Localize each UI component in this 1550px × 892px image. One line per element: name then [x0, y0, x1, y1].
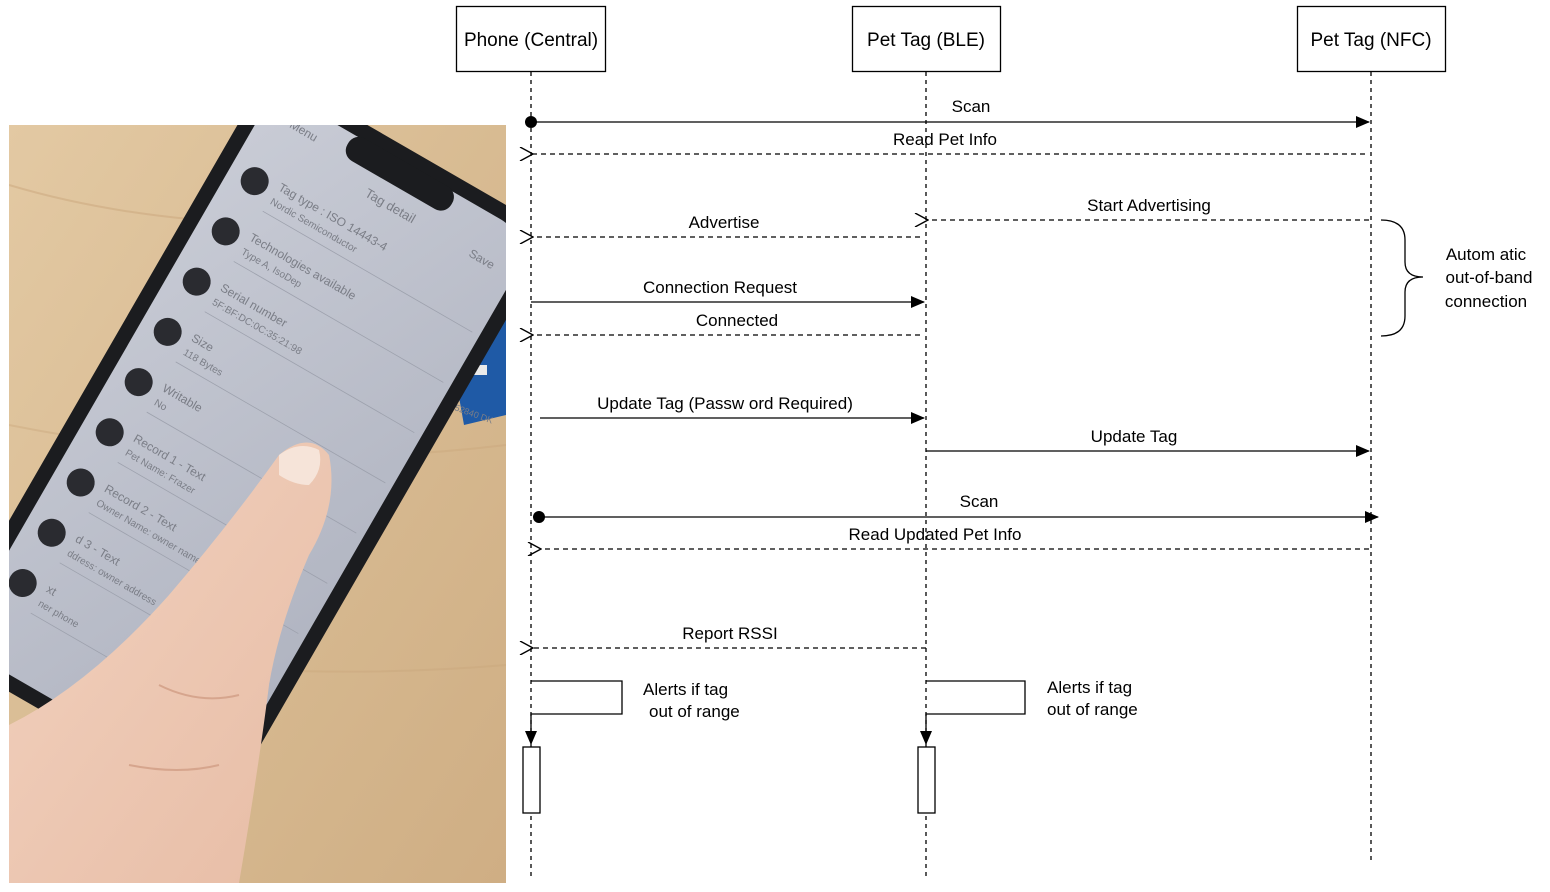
screen-row-icon [211, 217, 240, 246]
msg-scan-1-label: Scan [952, 97, 991, 116]
msg-advertise-label: Advertise [689, 213, 760, 232]
msg-read-updated-pet-info: Read Updated Pet Info [541, 525, 1369, 549]
msg-connection-request: Connection Request [531, 278, 925, 308]
hand [9, 442, 332, 883]
phone-alert-line-2: out of range [649, 702, 740, 721]
msg-report-rssi-label: Report RSSI [682, 624, 777, 643]
screen-row-icon [95, 418, 124, 447]
msg-connection-request-label: Connection Request [643, 278, 797, 297]
msg-update-tag-password: Update Tag (Passw ord Required) [540, 394, 925, 424]
msg-report-rssi: Report RSSI [533, 624, 926, 648]
msg-update-tag-password-label: Update Tag (Passw ord Required) [597, 394, 853, 413]
msg-update-tag-label: Update Tag [1091, 427, 1178, 446]
msg-read-pet-info-label: Read Pet Info [893, 130, 997, 149]
msg-start-advertising-label: Start Advertising [1087, 196, 1211, 215]
msg-scan-1: Scan [525, 97, 1370, 128]
screen-row-divider [233, 261, 444, 383]
participant-phone-label: Phone (Central) [464, 30, 598, 51]
oob-line-1: Autom atic [1446, 245, 1527, 264]
photo-phone-with-nfc-app: 52840 DK < Menu Tag detail Save Tag type… [9, 125, 506, 883]
oob-brace: Autom atic out-of-band connection [1380, 219, 1533, 337]
participant-nfc-label: Pet Tag (NFC) [1310, 30, 1431, 51]
ble-alert-line-1: Alerts if tag [1047, 678, 1132, 697]
screen-row-icon [124, 368, 153, 397]
screen-row-divider [175, 361, 386, 484]
ble-alert-line-2: out of range [1047, 700, 1138, 719]
msg-read-pet-info: Read Pet Info [533, 130, 1365, 154]
screen-row-divider [262, 210, 473, 333]
ble-self-message: Alerts if tag out of range [917, 678, 1138, 814]
msg-update-tag: Update Tag [926, 427, 1370, 457]
screen-row-icon [37, 518, 66, 547]
screen-row-icon [240, 167, 269, 196]
phone: < Menu Tag detail Save Tag type : ISO 14… [9, 125, 506, 796]
msg-scan-2: Scan [533, 492, 1379, 523]
phone-self-message: Alerts if tag out of range [522, 680, 740, 814]
msg-advertise: Advertise [533, 213, 920, 237]
participant-ble-label: Pet Tag (BLE) [867, 30, 985, 51]
screen-row-icon [66, 468, 95, 497]
oob-line-2: out-of-band [1446, 268, 1533, 287]
phone-activation-bar [522, 746, 541, 814]
screen-row-icon [182, 267, 211, 296]
screen-row-icon [153, 317, 182, 346]
participant-phone: Phone (Central) [455, 5, 607, 73]
ble-activation-bar [917, 746, 936, 814]
participant-nfc: Pet Tag (NFC) [1296, 5, 1447, 73]
msg-read-updated-pet-info-label: Read Updated Pet Info [849, 525, 1022, 544]
phone-alert-line-1: Alerts if tag [643, 680, 728, 699]
msg-connected: Connected [533, 311, 920, 335]
screen-row-divider [204, 311, 415, 434]
participant-ble: Pet Tag (BLE) [851, 5, 1002, 73]
msg-scan-2-label: Scan [960, 492, 999, 511]
msg-start-advertising: Start Advertising [928, 196, 1369, 220]
oob-line-3: connection [1445, 292, 1527, 311]
screen-row-icon [9, 568, 37, 597]
msg-connected-label: Connected [696, 311, 778, 330]
